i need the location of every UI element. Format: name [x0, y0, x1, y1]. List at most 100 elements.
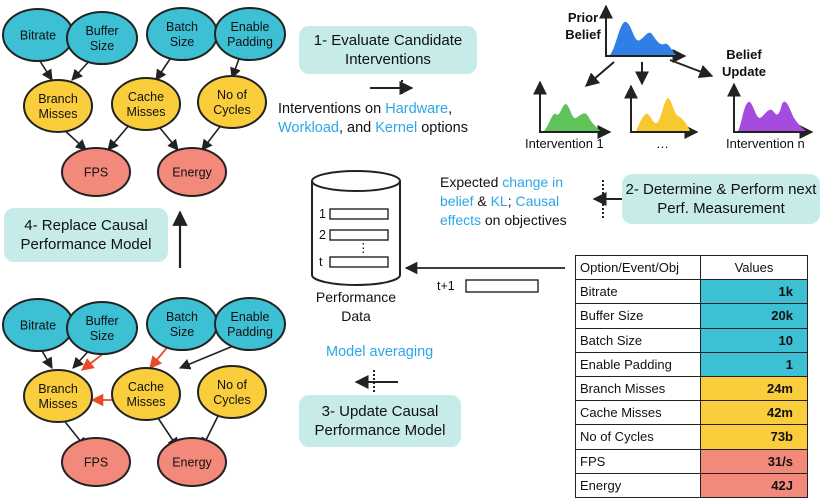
- step4-label: 4- Replace Causal Performance Model: [20, 217, 152, 253]
- interventions-mid: , and: [338, 120, 376, 136]
- bottom-node-fps: [61, 437, 131, 487]
- intervention-n-label: Intervention n: [726, 136, 805, 151]
- intervention-mid-plot: [624, 84, 699, 139]
- table-header-name: Option/Event/Obj: [575, 254, 701, 281]
- expected-change-text: Expected change in belief & KL; Causal e…: [440, 173, 595, 230]
- bottom-node-label-fps: FPS: [84, 456, 108, 470]
- top-node-no-of-cycles: [197, 75, 267, 129]
- step2-box: 2- Determine & Perform next Perf. Measur…: [622, 174, 820, 224]
- table-cell-name: Buffer Size: [575, 303, 701, 329]
- prior-belief-plot: [599, 4, 687, 63]
- step2-label: 2- Determine & Perform next Perf. Measur…: [625, 181, 817, 217]
- top-node-label-bitrate: Bitrate: [20, 29, 56, 43]
- arrow-to-green: [584, 61, 615, 87]
- model-averaging-label: Model averaging: [326, 344, 434, 360]
- prior-belief-label: Prior Belief: [565, 10, 601, 42]
- bottom-node-enable-padding: [214, 297, 286, 351]
- step1-box: 1- Evaluate Candidate Interventions: [299, 26, 477, 74]
- intervention-1-plot: [533, 80, 612, 139]
- bottom-node-energy: [157, 437, 227, 487]
- db-dots: ⋮: [357, 241, 370, 255]
- table-header-row: Option/Event/Obj Values: [575, 254, 808, 281]
- table-cell-name: Energy: [575, 472, 701, 498]
- change-in-belief-highlight: change in belief: [440, 174, 563, 209]
- table-cell-name: No of Cycles: [575, 424, 701, 450]
- top-node-batch-size: [146, 7, 218, 61]
- db-row-2: [329, 229, 389, 241]
- table-cell-value: 1: [700, 351, 808, 377]
- step3-arrow: [354, 370, 398, 394]
- db-next-row: [465, 279, 539, 293]
- top-node-energy: [157, 147, 227, 197]
- expected-p4: on objectives: [481, 212, 567, 228]
- step4-box: 4- Replace Causal Performance Model: [4, 208, 168, 262]
- bottom-node-batch-size: [146, 297, 218, 351]
- table-cell-name: Bitrate: [575, 279, 701, 305]
- intervention-n-plot: [727, 82, 814, 139]
- table-header-values: Values: [700, 254, 808, 281]
- db-row-label-1: 1: [319, 207, 326, 221]
- step1-arrow: [370, 80, 414, 96]
- expected-p1: Expected: [440, 174, 503, 190]
- top-node-label-fps: FPS: [84, 166, 108, 180]
- table-cell-value: 10: [700, 327, 808, 353]
- interventions-prefix: Interventions on: [278, 101, 386, 117]
- workload-link: Workload: [278, 120, 339, 136]
- bottom-node-cache-misses: [111, 367, 181, 421]
- table-cell-value: 1k: [700, 279, 808, 305]
- distribution-plots: [533, 4, 814, 139]
- top-node-label-energy: Energy: [172, 166, 212, 180]
- performance-data-label: Performance Data: [315, 289, 397, 324]
- table-cell-name: Branch Misses: [575, 375, 701, 402]
- kernel-link: Kernel: [375, 120, 418, 136]
- bottom-node-no-of-cycles: [197, 365, 267, 419]
- hardware-link: Hardware: [385, 101, 449, 117]
- bottom-node-label-energy: Energy: [172, 456, 212, 470]
- bottom-node-buffer-size: [66, 301, 138, 355]
- table-cell-value: 42m: [700, 400, 808, 426]
- interventions-text: Interventions on Hardware,Workload, and …: [278, 100, 500, 138]
- table-cell-name: Enable Padding: [575, 351, 701, 377]
- interventions-sep: ,: [448, 101, 453, 117]
- top-node-branch-misses: [23, 79, 93, 133]
- table-cell-value: 24m: [700, 375, 808, 402]
- bottom-node-branch-misses: [23, 369, 93, 423]
- db-row-1: [329, 208, 389, 220]
- bottom-node-label-bitrate: Bitrate: [20, 319, 56, 333]
- intervention-1-label: Intervention 1: [525, 136, 604, 151]
- intervention-ellipsis-label: …: [656, 136, 669, 151]
- expected-p2: &: [473, 193, 491, 209]
- interventions-suffix: options: [417, 120, 468, 136]
- top-node-buffer-size: [66, 11, 138, 65]
- table-cell-name: FPS: [575, 448, 701, 474]
- kl-highlight: KL: [490, 193, 508, 209]
- causal-effects-highlight: Causal effects: [440, 193, 560, 228]
- step3-label: 3- Update Causal Performance Model: [314, 403, 446, 439]
- top-node-enable-padding: [214, 7, 286, 61]
- table-cell-value: 31/s: [700, 448, 808, 474]
- top-node-fps: [61, 147, 131, 197]
- expected-p3: ;: [507, 193, 516, 209]
